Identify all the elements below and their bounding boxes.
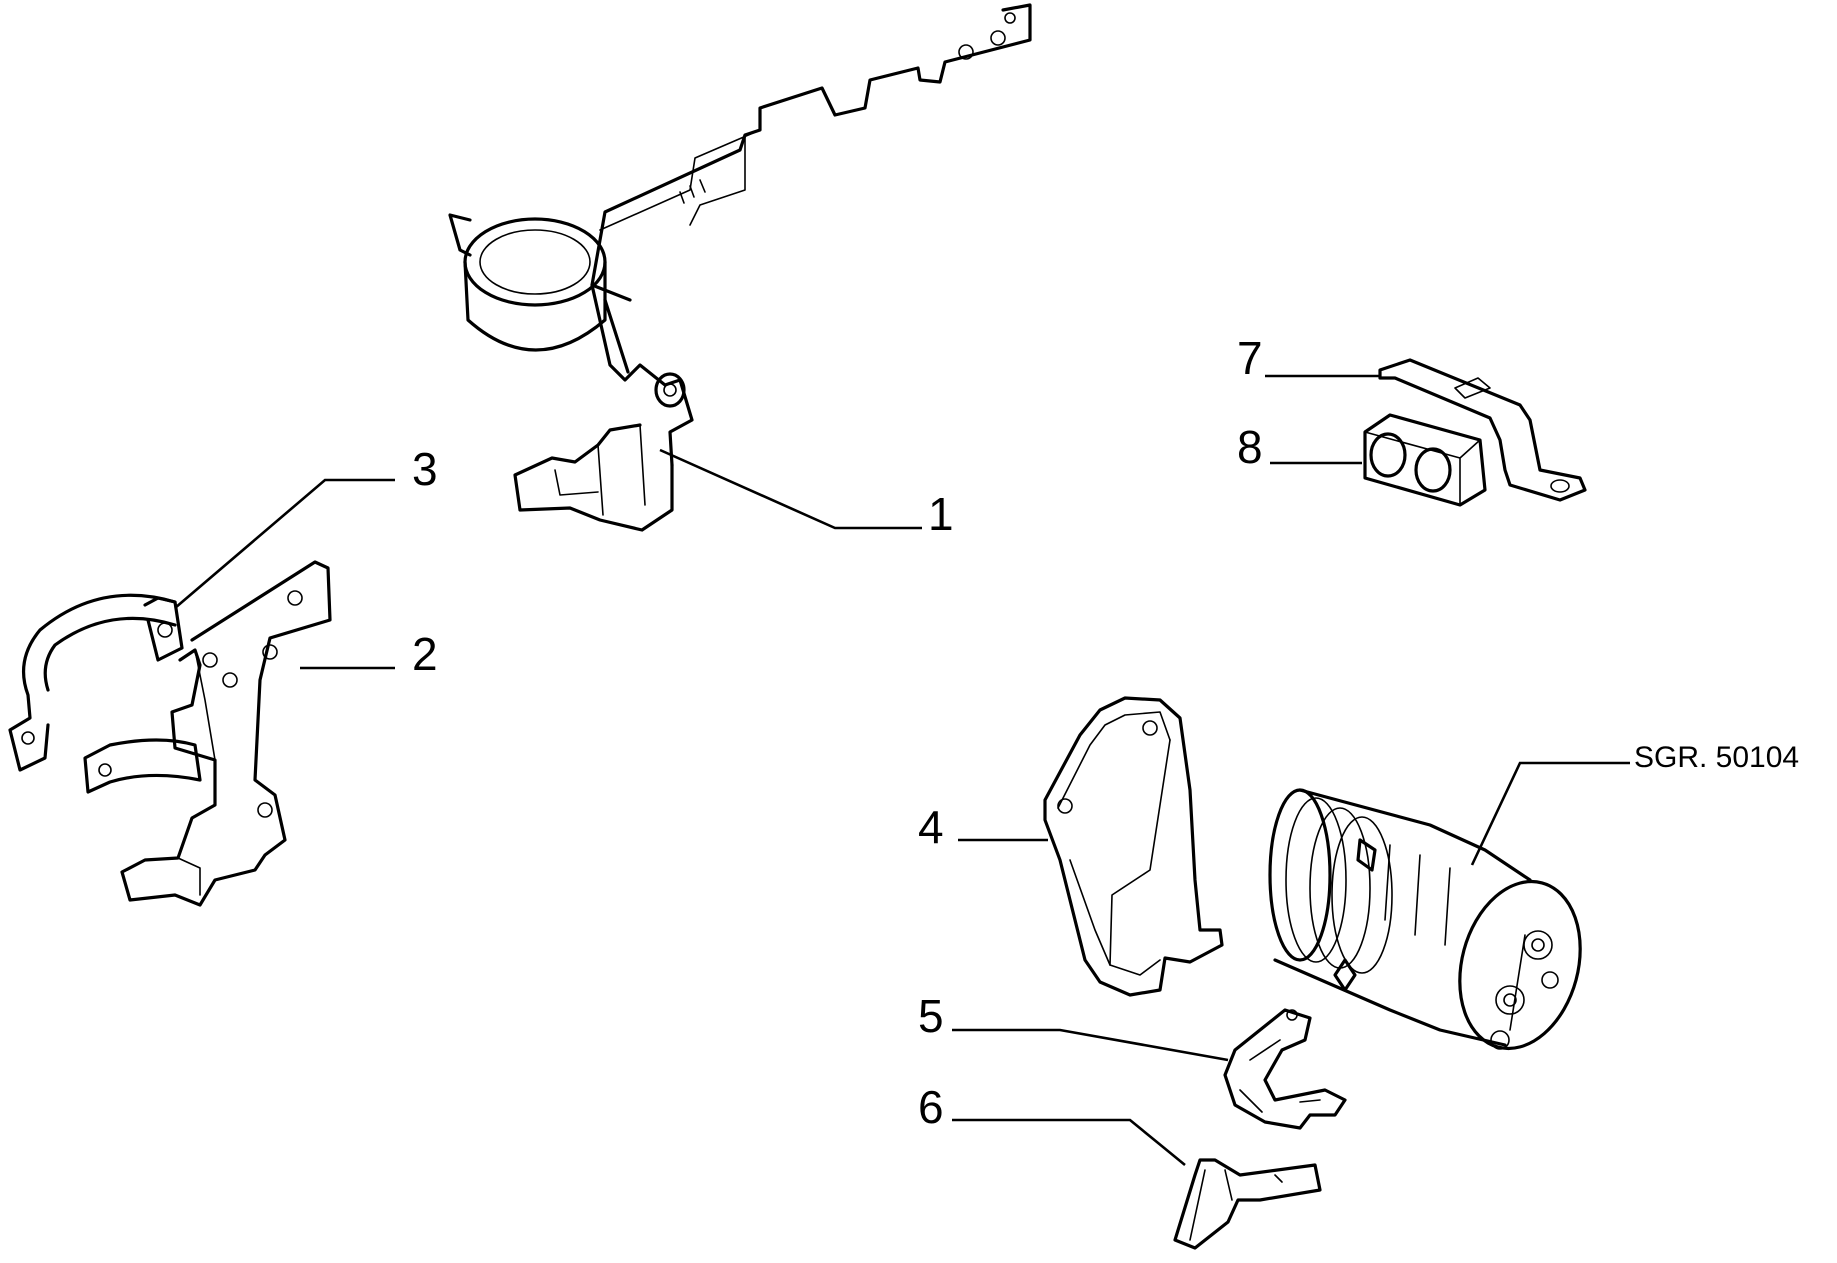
leader-ref: [1470, 761, 1630, 866]
reference-code: SGR. 50104: [1634, 741, 1799, 774]
callout-label-2: 2: [412, 628, 438, 680]
part-8-block: [1363, 413, 1487, 507]
callout-label-7: 7: [1237, 332, 1263, 384]
callout-labels: 1 2 3 4 5 6 7 8 SGR. 50104: [412, 332, 1799, 1133]
part-4-shield: [1043, 696, 1224, 997]
leader-lines: [174, 374, 1630, 1167]
part-6-strap: [1173, 1158, 1322, 1250]
callout-label-5: 5: [918, 990, 944, 1042]
leader-3: [174, 478, 395, 609]
compressor: [1268, 788, 1582, 1051]
part-5-clip: [1223, 1008, 1347, 1130]
callout-label-3: 3: [412, 443, 438, 495]
leader-6: [952, 1118, 1186, 1167]
callout-label-4: 4: [918, 801, 944, 853]
part-1-bracket: [448, 3, 1032, 532]
callout-label-6: 6: [918, 1081, 944, 1133]
callout-label-8: 8: [1237, 421, 1263, 473]
part-3-clamp: [8, 593, 202, 794]
callout-label-1: 1: [928, 488, 954, 540]
part-2-bracket: [120, 560, 332, 907]
part-7-strap: [1378, 358, 1587, 502]
leader-1: [659, 448, 922, 530]
leader-5: [952, 1028, 1229, 1062]
